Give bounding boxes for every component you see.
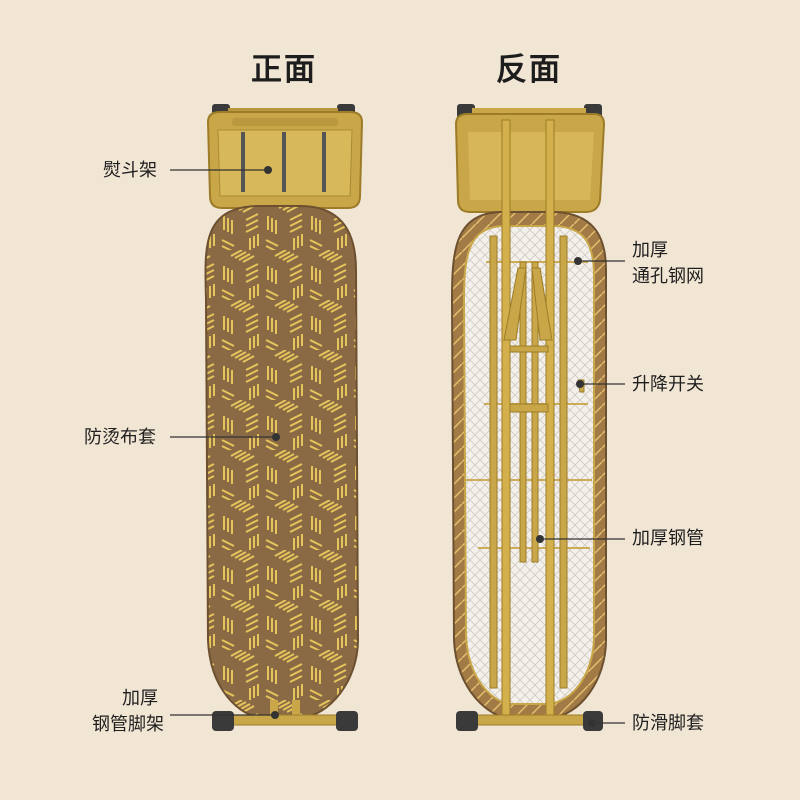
front-top-right-foot [337,104,355,118]
back-board-rim [450,211,607,719]
leader-dot-icon [264,166,272,174]
leader-dot-icon [536,535,544,543]
front-top-left-foot [212,104,230,118]
leader-lines [170,169,625,724]
leader-dot-icon [272,433,280,441]
front-bottom-right-foot [336,711,358,731]
leader-dot-icon [588,719,596,727]
back-top-right-foot [584,104,602,120]
label-mesh: 加厚 通孔钢网 [632,238,704,290]
back-bottom-left-foot [456,711,478,731]
front-ironing-board [204,104,364,731]
label-iron-rest: 熨斗架 [103,160,157,181]
label-mesh-line2: 通孔钢网 [632,266,704,287]
front-view-heading: 正面 [251,52,317,88]
label-height-switch: 升降开关 [632,374,704,395]
label-cover: 防烫布套 [84,427,156,448]
back-ironing-board [450,104,607,731]
front-board-cover [204,205,360,719]
leader-dot-icon [271,711,279,719]
label-leg-frame-line2: 钢管脚架 [92,714,164,735]
label-leg-frame: 加厚 钢管脚架 [84,686,164,738]
back-bottom-right-foot [583,711,603,731]
label-foot-cover: 防滑脚套 [632,713,704,734]
back-top-left-foot [457,104,475,120]
front-iron-rest [206,111,364,209]
height-switch-lever [577,379,585,393]
label-mesh-line1: 加厚 [632,240,668,261]
back-steel-tubes [489,119,568,721]
leader-dot-icon [576,380,584,388]
front-bottom-left-foot [212,711,234,731]
front-base-bar [225,714,343,726]
back-base-bar [469,714,591,726]
label-leg-frame-line1: 加厚 [122,688,158,709]
label-steel-tube: 加厚钢管 [632,528,704,549]
back-view-heading: 反面 [496,52,562,88]
back-steel-mesh [462,225,595,705]
back-iron-rest [454,113,606,213]
leader-dot-icon [574,257,582,265]
